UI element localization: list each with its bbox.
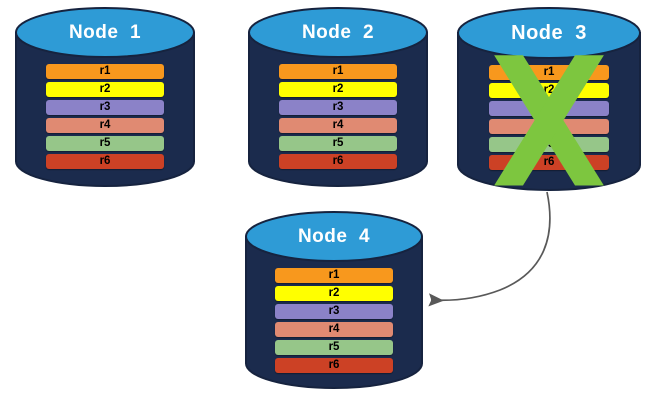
record-list: r1 r2 r3 r4 r5 r6 [456, 65, 642, 170]
record-bar[interactable]: r3 [275, 304, 393, 319]
record-bar[interactable]: r1 [279, 64, 397, 79]
record-bar[interactable]: r2 [275, 286, 393, 301]
record-bar[interactable]: r5 [279, 136, 397, 151]
record-bar[interactable]: r4 [275, 322, 393, 337]
record-bar[interactable]: r4 [489, 119, 609, 134]
record-bar[interactable]: r1 [275, 268, 393, 283]
record-list: r1 r2 r3 r4 r5 r6 [14, 64, 196, 169]
record-bar[interactable]: r4 [46, 118, 164, 133]
record-bar[interactable]: r6 [275, 358, 393, 373]
record-bar[interactable]: r1 [46, 64, 164, 79]
cylinder-top [248, 7, 428, 58]
record-list: r1 r2 r3 r4 r5 r6 [244, 268, 424, 373]
record-bar[interactable]: r5 [46, 136, 164, 151]
record-bar[interactable]: r5 [489, 137, 609, 152]
record-bar[interactable]: r6 [46, 154, 164, 169]
record-bar[interactable]: r5 [275, 340, 393, 355]
record-bar[interactable]: r2 [46, 82, 164, 97]
record-bar[interactable]: r2 [489, 83, 609, 98]
record-bar[interactable]: r6 [489, 155, 609, 170]
record-bar[interactable]: r1 [489, 65, 609, 80]
cylinder-top [15, 7, 195, 58]
cylinder-top [457, 7, 641, 59]
record-bar[interactable]: r6 [279, 154, 397, 169]
cylinder-top [245, 211, 423, 262]
record-bar[interactable]: r3 [279, 100, 397, 115]
record-list: r1 r2 r3 r4 r5 r6 [247, 64, 429, 169]
record-bar[interactable]: r3 [46, 100, 164, 115]
record-bar[interactable]: r3 [489, 101, 609, 116]
record-bar[interactable]: r2 [279, 82, 397, 97]
record-bar[interactable]: r4 [279, 118, 397, 133]
